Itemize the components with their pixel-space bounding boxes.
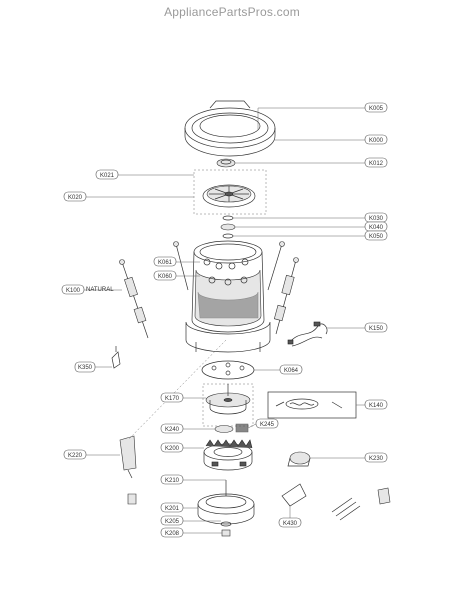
callout-k350[interactable]: K350 — [74, 361, 96, 373]
callout-k150[interactable]: K150 — [364, 322, 388, 333]
callout-k021[interactable]: K021 — [95, 169, 119, 180]
callout-k030[interactable]: K030 — [364, 212, 388, 223]
callout-k064[interactable]: K064 — [279, 364, 303, 375]
callout-k200[interactable]: K200 — [160, 442, 184, 453]
tub-cover-part[interactable] — [184, 100, 276, 157]
callout-k020[interactable]: K020 — [63, 191, 87, 202]
callout-label: K100 — [66, 288, 81, 294]
callout-k061[interactable]: K061 — [153, 256, 177, 267]
rotor-part[interactable] — [267, 391, 357, 419]
pulsator-part[interactable] — [193, 169, 267, 215]
callout-label: K210 — [165, 478, 180, 484]
callout-label: K050 — [369, 234, 384, 240]
callout-k170[interactable]: K170 — [160, 392, 184, 403]
callout-k208[interactable]: K208 — [160, 527, 184, 538]
wire-harness-part[interactable] — [287, 321, 328, 347]
callout-k000[interactable]: K000 — [364, 134, 388, 145]
callout-label: K061 — [158, 260, 173, 266]
clip-part[interactable] — [111, 346, 121, 369]
stator-part[interactable] — [203, 439, 253, 471]
washer-parts[interactable] — [220, 215, 236, 239]
callout-label: K150 — [369, 326, 384, 332]
callout-label: K170 — [165, 396, 180, 402]
plate-part[interactable] — [201, 360, 255, 380]
callout-k040[interactable]: K040 — [364, 221, 388, 232]
callout-label: K064 — [284, 368, 299, 374]
leader-lines — [84, 107, 365, 534]
clutch-part[interactable] — [202, 383, 254, 427]
suspension-rods[interactable] — [173, 241, 285, 291]
callout-k100[interactable]: K100 — [61, 284, 85, 295]
callout-label: K240 — [165, 427, 180, 433]
suspension-spring-right[interactable] — [273, 257, 299, 335]
callout-label: K020 — [68, 195, 83, 201]
callout-k240[interactable]: K240 — [160, 423, 184, 434]
callout-k005[interactable]: K005 — [364, 102, 388, 113]
callout-label: K230 — [369, 456, 384, 462]
callout-label: K021 — [100, 173, 115, 179]
callout-label: K030 — [369, 216, 384, 222]
callout-label: K220 — [68, 453, 83, 459]
callout-k201[interactable]: K201 — [160, 502, 184, 513]
callout-label: K005 — [369, 106, 384, 112]
sensor-part[interactable] — [287, 451, 311, 467]
wash-tub-part[interactable] — [185, 240, 271, 353]
loose-parts[interactable] — [127, 483, 391, 521]
callout-k220[interactable]: K220 — [63, 449, 87, 460]
callout-label: K140 — [369, 403, 384, 409]
callout-label: K205 — [165, 519, 180, 525]
callout-label: K245 — [260, 422, 275, 428]
callout-label: K060 — [158, 274, 173, 280]
natural-note: NATURAL — [86, 287, 114, 293]
callout-k205[interactable]: K205 — [160, 515, 184, 526]
callout-k430[interactable]: K430 — [278, 517, 302, 528]
bottom-cover-part[interactable] — [197, 480, 255, 525]
callout-label: K040 — [369, 225, 384, 231]
callout-k210[interactable]: K210 — [160, 474, 184, 485]
callout-label: K012 — [369, 161, 384, 167]
callout-k012[interactable]: K012 — [364, 157, 388, 168]
callout-k245[interactable]: K245 — [255, 418, 279, 429]
bracket-part[interactable] — [119, 435, 137, 479]
callout-label: K350 — [78, 365, 93, 371]
hub-parts[interactable] — [214, 423, 249, 433]
seal-part[interactable] — [216, 158, 236, 168]
callout-k050[interactable]: K050 — [364, 230, 388, 241]
callout-k140[interactable]: K140 — [364, 399, 388, 410]
callout-k060[interactable]: K060 — [153, 270, 177, 281]
callout-label: K208 — [165, 531, 180, 537]
callout-label: K430 — [283, 521, 298, 527]
callout-label: K200 — [165, 446, 180, 452]
watermark: AppliancePartsPros.com — [164, 5, 300, 19]
callout-label: K000 — [369, 138, 384, 144]
suspension-spring-left[interactable] — [119, 259, 149, 339]
callout-k230[interactable]: K230 — [364, 452, 388, 463]
callout-label: K201 — [165, 506, 180, 512]
